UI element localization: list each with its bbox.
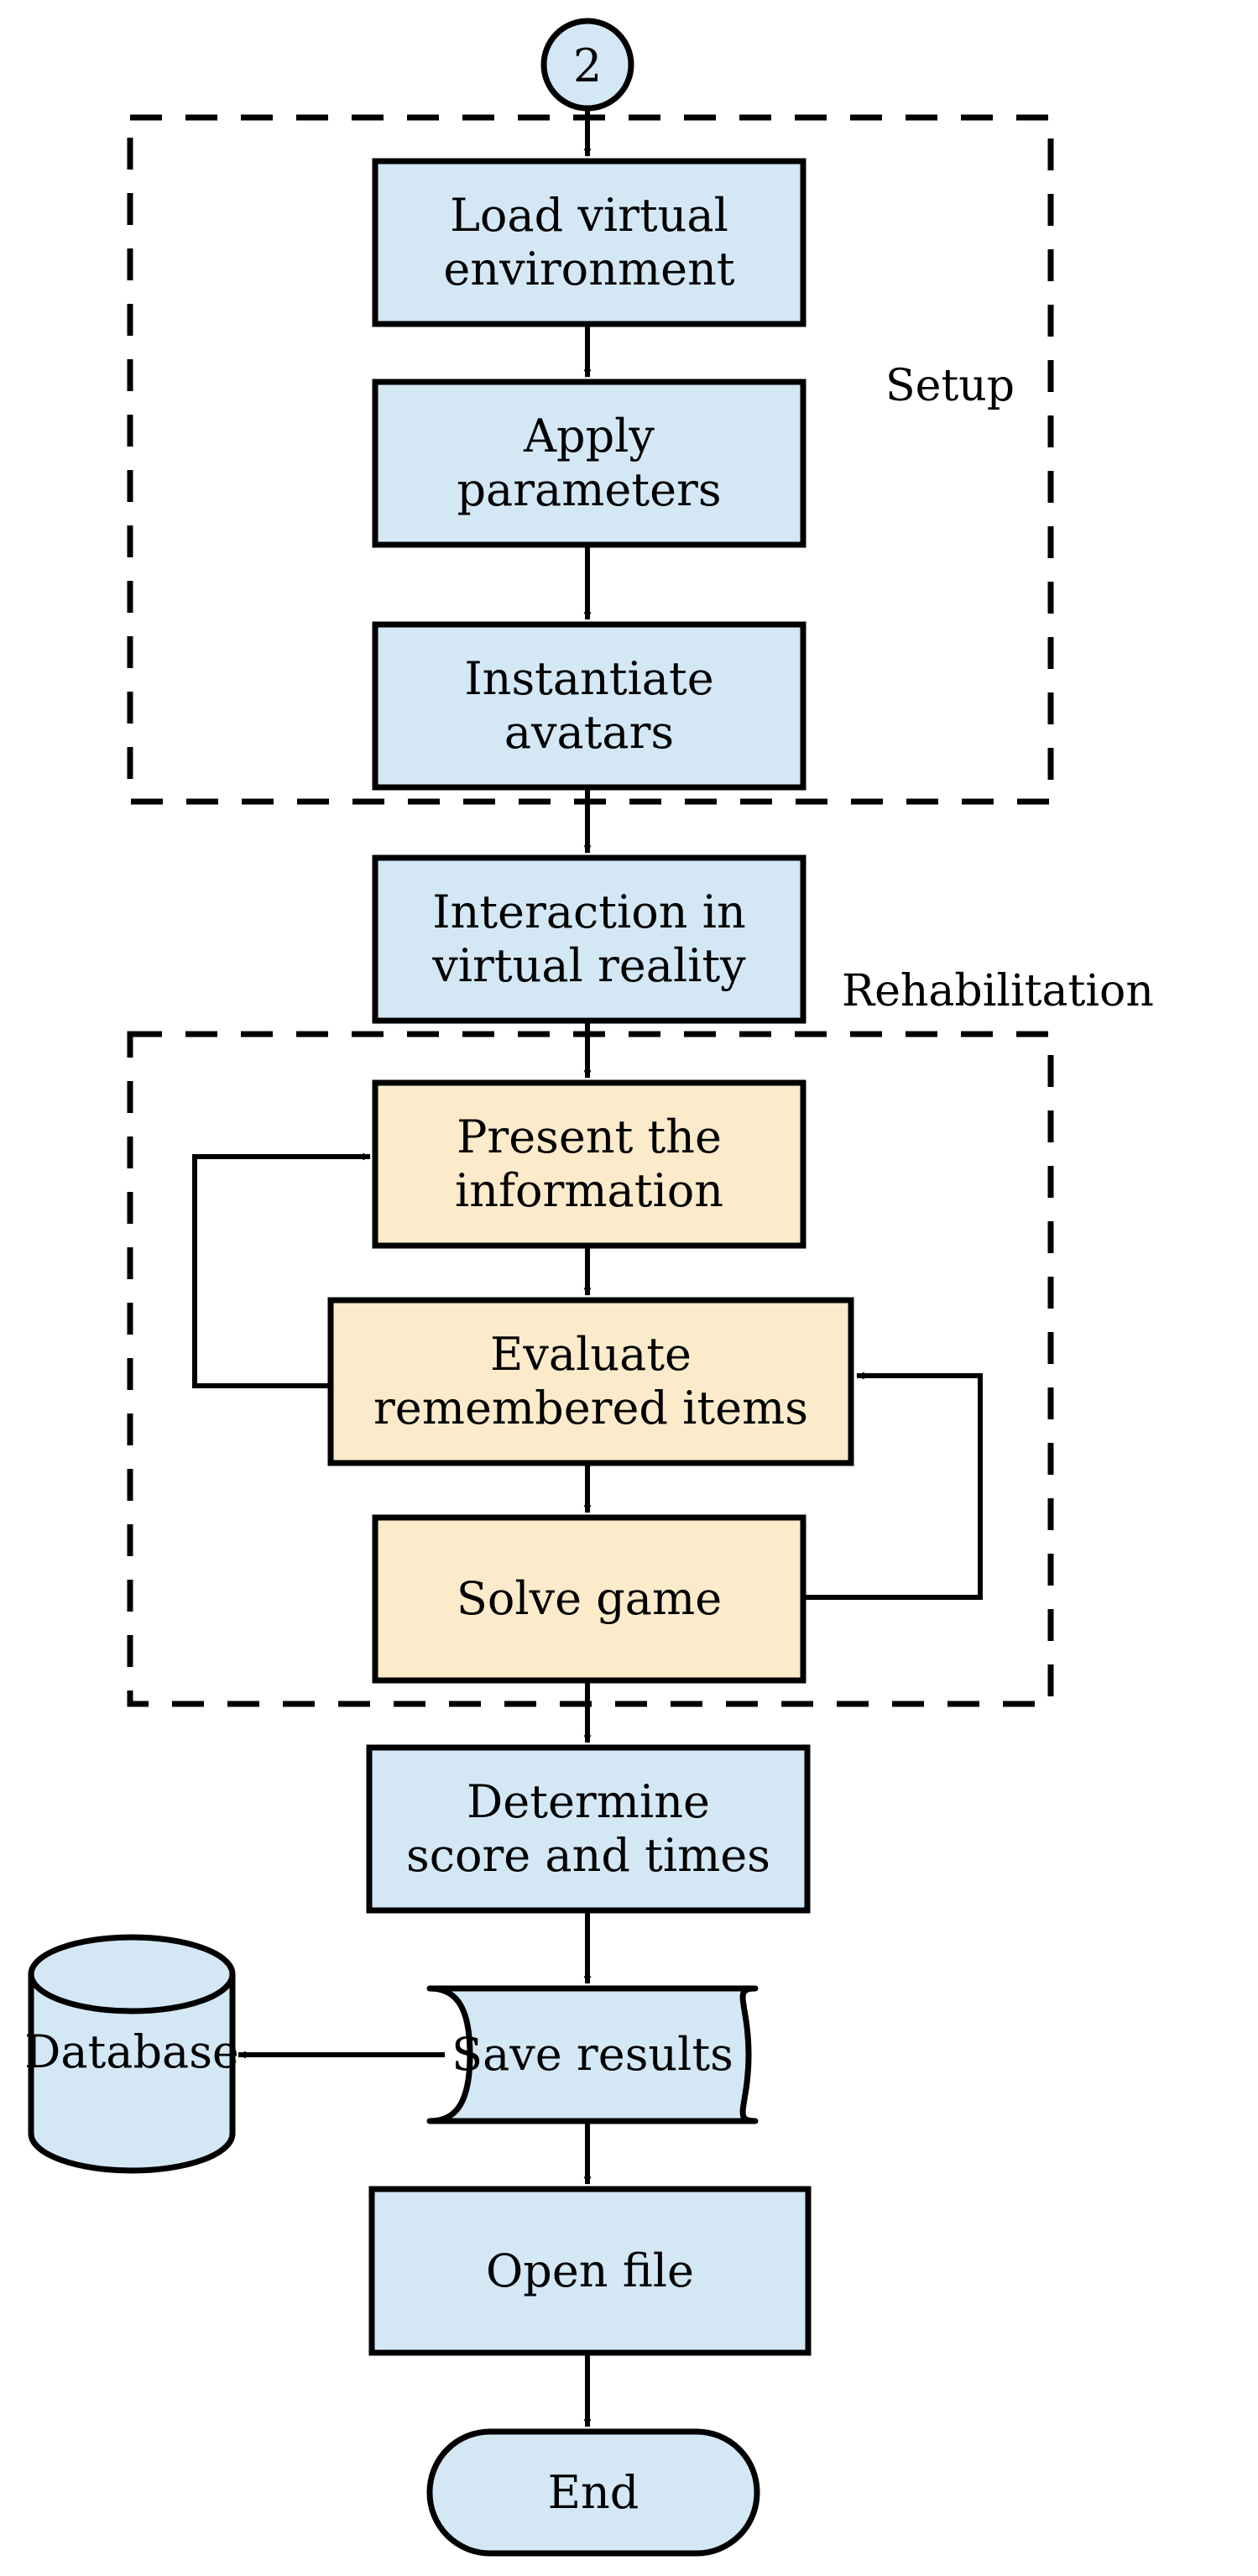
node-evaluate-remembered-items[interactable] — [327, 1297, 854, 1466]
node-determine-score-and-times[interactable] — [366, 1744, 811, 1914]
node-load-virtual-environment[interactable] — [372, 158, 806, 327]
node-solve-game[interactable] — [372, 1514, 806, 1684]
node-save-results[interactable] — [426, 1985, 759, 2124]
node-database[interactable] — [28, 1934, 236, 2174]
node-interaction-in-virtual-reality[interactable] — [372, 854, 806, 1024]
node-connector-2[interactable] — [540, 18, 634, 112]
group-box-setup — [127, 114, 1054, 805]
node-present-the-information[interactable] — [372, 1079, 806, 1249]
group-box-rehabilitation — [127, 1031, 1054, 1707]
group-label-setup: Setup — [885, 361, 1015, 411]
node-open-file[interactable] — [368, 2186, 812, 2356]
node-end[interactable] — [426, 2428, 760, 2557]
node-instantiate-avatars[interactable] — [372, 621, 806, 791]
group-label-rehabilitation: Rehabilitation — [842, 966, 1154, 1016]
edge-loop-solve-to-evaluate — [803, 1372, 983, 1600]
edge-loop-evaluate-to-present — [192, 1152, 371, 1388]
node-apply-parameters[interactable] — [372, 379, 806, 548]
